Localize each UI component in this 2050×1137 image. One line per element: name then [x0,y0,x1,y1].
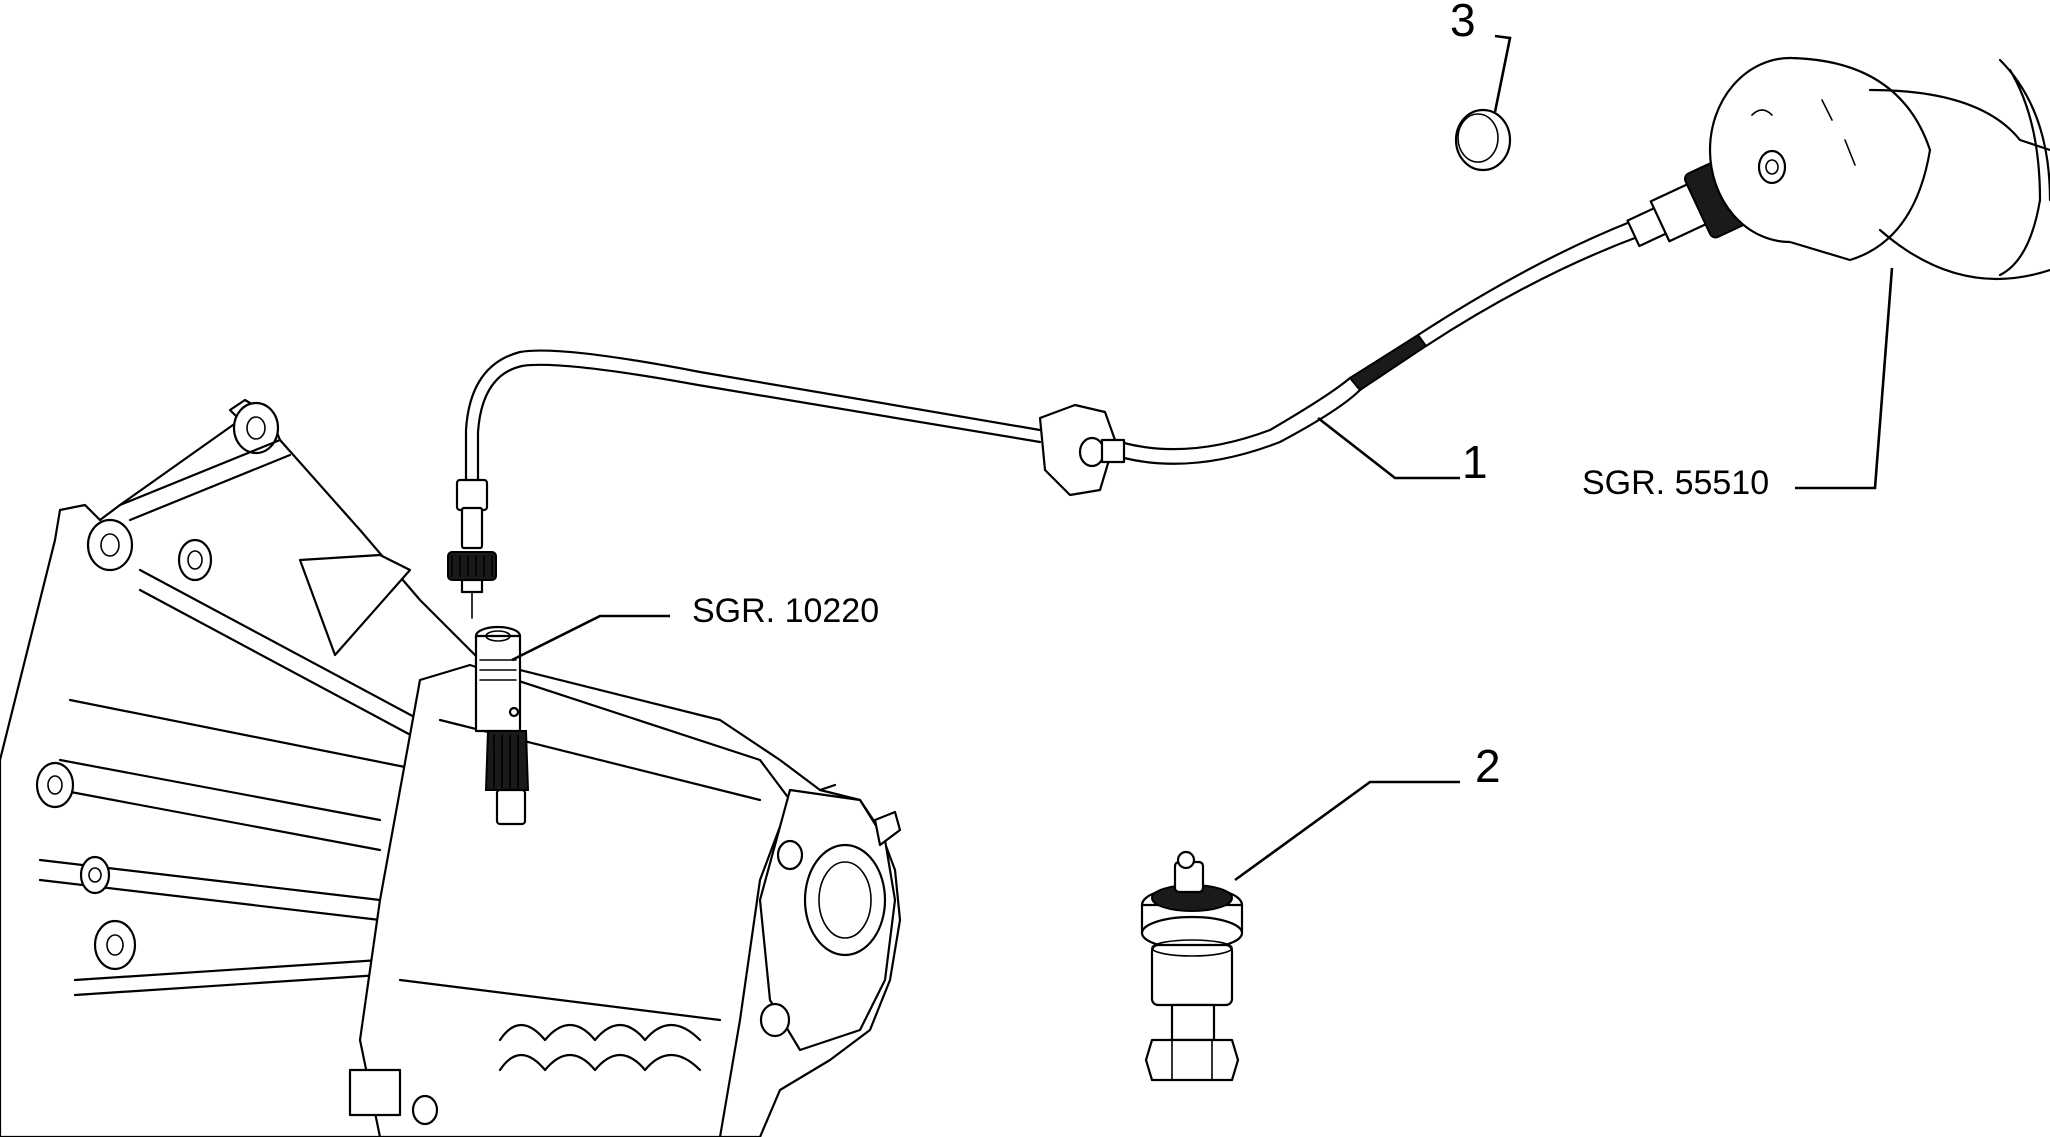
ref-gearbox-group: SGR. 10220 [692,592,879,630]
ref-instrument-group: SGR. 55510 [1582,464,1769,502]
callout-sensor: 2 [1475,740,1501,792]
leader-lines [511,34,1894,882]
leader-cable [1317,416,1460,480]
callout-cap: 3 [1450,0,1476,46]
instrument-cluster-housing [1708,56,2050,281]
leader-cap [1493,34,1512,113]
speedometer-drive-assembly [447,478,530,826]
labels: 1 2 3 SGR. 10220 SGR. 55510 [692,0,1769,792]
callout-cable: 1 [1462,436,1488,488]
leader-sensor [1234,780,1460,882]
speedometer-cable [464,151,1767,497]
leader-instrument-ref [1795,267,1894,490]
gearbox-housing [0,398,902,1137]
speed-sensor [1140,850,1244,1082]
leader-gearbox-ref [511,614,670,662]
cap-plug [1454,108,1512,172]
